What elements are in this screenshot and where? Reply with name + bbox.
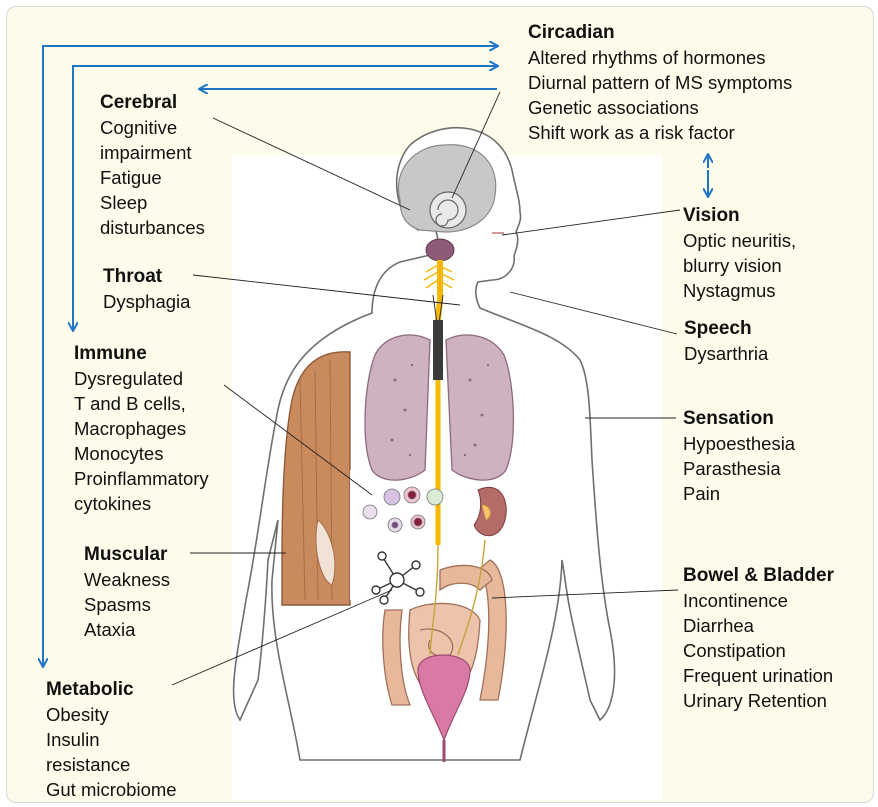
throat-title: Throat — [103, 264, 190, 289]
bowel-bladder-line: Diarrhea — [683, 613, 834, 638]
sensation-line: Parasthesia — [683, 456, 795, 481]
metabolic-line: resistance — [46, 752, 177, 777]
metabolic-title: Metabolic — [46, 677, 177, 702]
speech-line: Dysarthria — [684, 341, 768, 366]
immune-line: Proinflammatory — [74, 466, 209, 491]
cerebral-line: Sleep — [100, 190, 205, 215]
pointer-speech — [510, 292, 677, 334]
immune-label: Immune Dysregulated T and B cells, Macro… — [74, 341, 209, 516]
circadian-line: Shift work as a risk factor — [528, 120, 792, 145]
cerebral-line: impairment — [100, 140, 205, 165]
vision-line: Optic neuritis, — [683, 228, 796, 253]
immune-line: Monocytes — [74, 441, 209, 466]
circadian-label: Circadian Altered rhythms of hormones Di… — [528, 20, 792, 145]
immune-line: cytokines — [74, 491, 209, 516]
metabolic-line: Obesity — [46, 702, 177, 727]
sensation-line: Pain — [683, 481, 795, 506]
vision-line: Nystagmus — [683, 278, 796, 303]
circadian-line: Altered rhythms of hormones — [528, 45, 792, 70]
bowel-bladder-line: Urinary Retention — [683, 688, 834, 713]
immune-line: Dysregulated — [74, 366, 209, 391]
bowel-bladder-label: Bowel & Bladder Incontinence Diarrhea Co… — [683, 563, 834, 713]
sensation-line: Hypoesthesia — [683, 431, 795, 456]
vision-label: Vision Optic neuritis, blurry vision Nys… — [683, 203, 796, 303]
bowel-bladder-line: Incontinence — [683, 588, 834, 613]
muscular-title: Muscular — [84, 542, 170, 567]
bowel-bladder-line: Constipation — [683, 638, 834, 663]
throat-line: Dysphagia — [103, 289, 190, 314]
sensation-title: Sensation — [683, 406, 795, 431]
immune-line: T and B cells, — [74, 391, 209, 416]
circadian-line: Diurnal pattern of MS symptoms — [528, 70, 792, 95]
bowel-bladder-line: Frequent urination — [683, 663, 834, 688]
cerebral-line: Fatigue — [100, 165, 205, 190]
cerebral-line: Cognitive — [100, 115, 205, 140]
cerebral-label: Cerebral Cognitive impairment Fatigue Sl… — [100, 90, 205, 240]
bowel-bladder-title: Bowel & Bladder — [683, 563, 834, 588]
immune-title: Immune — [74, 341, 209, 366]
circadian-line: Genetic associations — [528, 95, 792, 120]
speech-label: Speech Dysarthria — [684, 316, 768, 366]
speech-title: Speech — [684, 316, 768, 341]
immune-line: Macrophages — [74, 416, 209, 441]
vision-line: blurry vision — [683, 253, 796, 278]
pointer-cerebral — [213, 118, 410, 210]
muscular-label: Muscular Weakness Spasms Ataxia — [84, 542, 170, 642]
pointer-vision — [502, 210, 680, 235]
circadian-title: Circadian — [528, 20, 792, 45]
sensation-label: Sensation Hypoesthesia Parasthesia Pain — [683, 406, 795, 506]
metabolic-line: Insulin — [46, 727, 177, 752]
muscular-line: Weakness — [84, 567, 170, 592]
throat-label: Throat Dysphagia — [103, 264, 190, 314]
cerebral-line: disturbances — [100, 215, 205, 240]
cerebral-title: Cerebral — [100, 90, 205, 115]
metabolic-label: Metabolic Obesity Insulin resistance Gut… — [46, 677, 177, 802]
muscular-line: Spasms — [84, 592, 170, 617]
muscular-line: Ataxia — [84, 617, 170, 642]
vision-title: Vision — [683, 203, 796, 228]
metabolic-line: Gut microbiome — [46, 777, 177, 802]
